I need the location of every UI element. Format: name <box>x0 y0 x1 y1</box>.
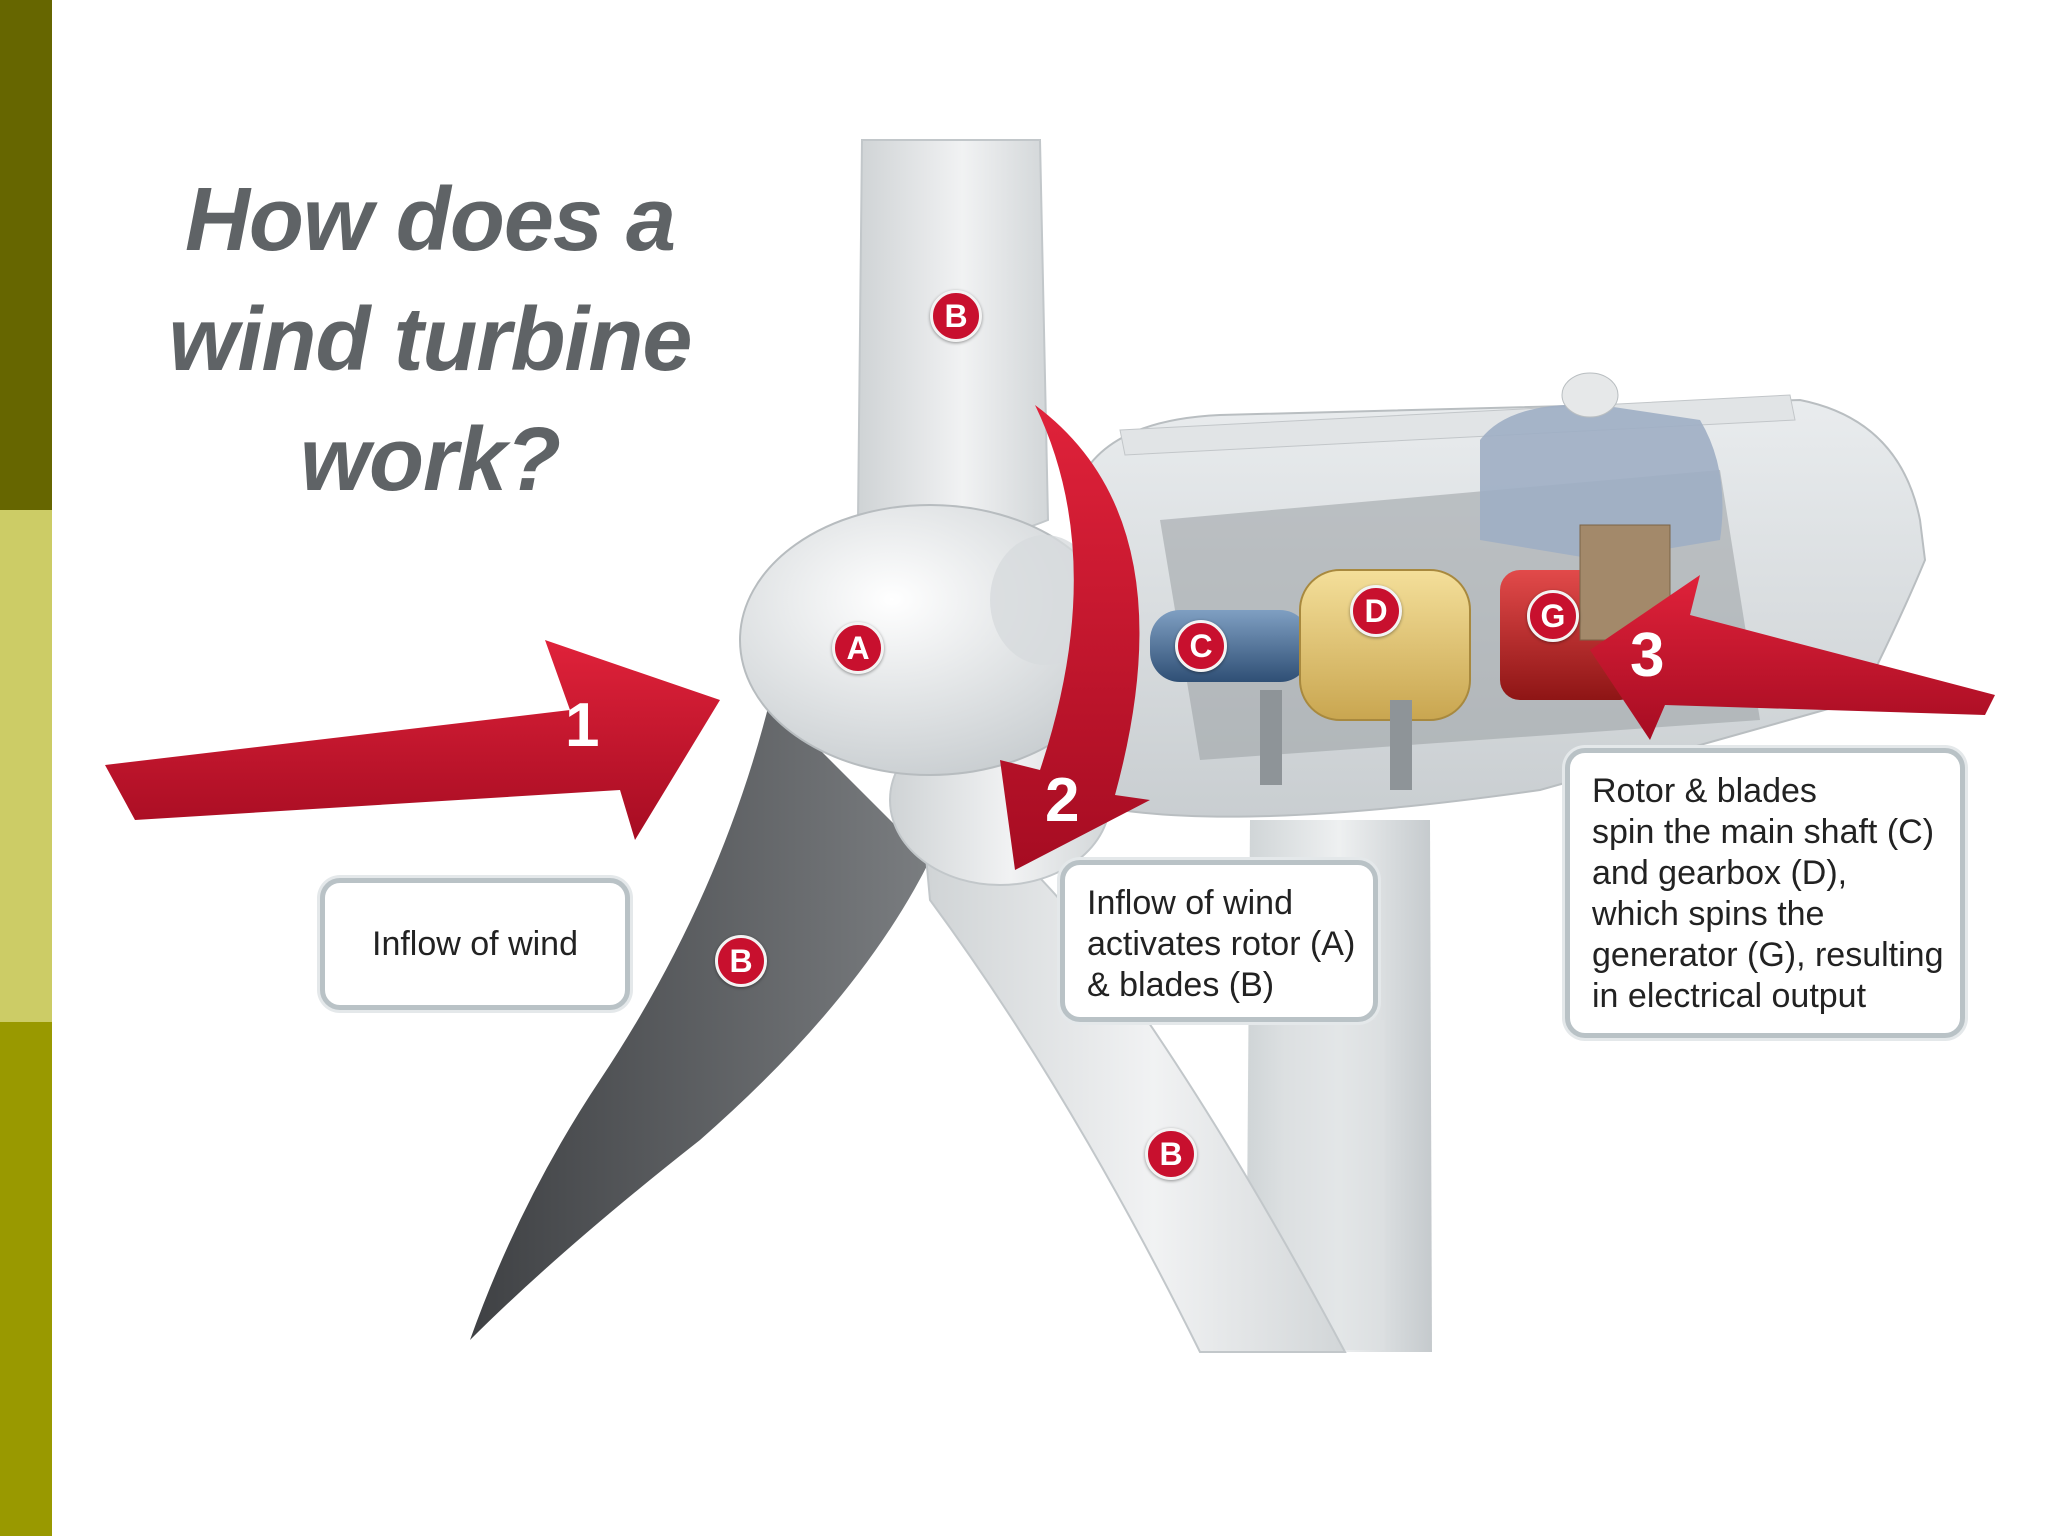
blade-label-left: B <box>715 935 767 987</box>
callout-3-line-5: generator (G), resulting <box>1592 936 1944 974</box>
arrow-step-2 <box>1000 405 1150 870</box>
arrow-step-1 <box>105 640 720 840</box>
callout-2-line-2: activates rotor (A) <box>1087 925 1356 963</box>
slide-stripe-bottom <box>0 1022 52 1536</box>
page-title: How does a wind turbine work? <box>150 160 710 520</box>
blade-label-bottom: B <box>1145 1128 1197 1180</box>
callout-1-line-1: Inflow of wind <box>372 924 578 963</box>
callout-step-2: Inflow of wind activates rotor (A) & bla… <box>1060 860 1378 1022</box>
callout-2-line-1: Inflow of wind <box>1087 884 1293 922</box>
callout-3-line-3: and gearbox (D), <box>1592 854 1848 892</box>
callout-3-line-2: spin the main shaft (C) <box>1592 813 1935 851</box>
gearbox-label: D <box>1350 585 1402 637</box>
main-shaft-label: C <box>1175 620 1227 672</box>
title-line-3: work? <box>299 410 561 510</box>
callout-3-line-4: which spins the <box>1592 895 1825 933</box>
rotor-label: A <box>832 622 884 674</box>
title-line-2: wind turbine <box>168 290 693 390</box>
callout-3-line-1: Rotor & blades <box>1592 772 1817 810</box>
callout-step-3: Rotor & blades spin the main shaft (C) a… <box>1565 748 1965 1038</box>
step-number-2: 2 <box>1045 766 1080 835</box>
step-number-3: 3 <box>1630 621 1665 690</box>
callout-step-1: Inflow of wind <box>320 878 630 1010</box>
blade-label-top: B <box>930 290 982 342</box>
title-line-1: How does a <box>184 170 676 270</box>
step-number-1: 1 <box>565 691 600 760</box>
slide-stripe-middle <box>0 510 52 1022</box>
callout-3-line-6: in electrical output <box>1592 977 1867 1015</box>
callout-2-line-3: & blades (B) <box>1087 966 1275 1004</box>
generator-label: G <box>1527 590 1579 642</box>
slide-stripe-top <box>0 0 52 510</box>
arrow-step-3 <box>1590 575 1995 740</box>
